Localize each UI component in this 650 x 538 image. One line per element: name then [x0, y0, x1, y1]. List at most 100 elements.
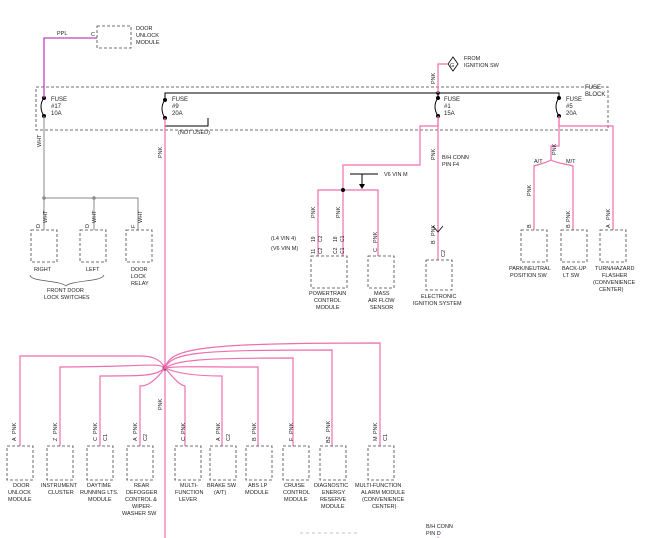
rd-conn: C2	[143, 434, 149, 441]
back-up-lt-sw: B PNK BACK-UP LT SW	[560, 210, 588, 279]
relay-l1: DOOR	[131, 267, 148, 273]
mfa-l1: MULTI-FUNCTION	[355, 483, 401, 489]
fuse-block-box	[35, 86, 609, 131]
fuse-block-label-1: FUSE	[585, 85, 601, 91]
pcm-pin-3: 11	[311, 249, 317, 254]
switch-left-wire: WHT	[92, 210, 98, 223]
splice-fanout	[19, 342, 381, 446]
switch-left-pin: D	[85, 224, 91, 228]
rd-l1: REAR	[134, 483, 149, 489]
pcm-l2: CONTROL	[314, 298, 341, 304]
cc-l2: CONTROL	[283, 490, 310, 496]
pnp-wire: PNK	[527, 184, 533, 196]
relay-l3: RELAY	[131, 281, 149, 287]
cc-l1: CRUISE	[284, 483, 305, 489]
diagnostic-energy-reserve-module: B2 PNK DIAGNOSTIC ENERGY RESERVE MODULE	[314, 420, 348, 510]
not-used-label: (NOT USED)	[178, 130, 210, 136]
fuse-17-amp: 10A	[51, 111, 62, 117]
derm-l1: DIAGNOSTIC	[314, 483, 348, 489]
fuse-9-num: #9	[172, 104, 179, 110]
brk-conn: C2	[226, 434, 232, 441]
maf-l1: MASS	[374, 291, 390, 297]
pcm-l3: MODULE	[316, 305, 340, 311]
door-unlock-module: A PNK DOOR UNLOCK MODULE	[6, 422, 34, 503]
abs-wire: PNK	[252, 422, 258, 434]
ignition-l2: IGNITION SW	[464, 63, 500, 69]
park-neutral-position-sw: B PNK PARK/NEUTRAL POSITION SW	[509, 184, 551, 279]
ignition-wire-label: PNK	[431, 72, 437, 84]
abs-lp-module: B PNK ABS LP MODULE	[245, 422, 273, 496]
brk-l2: (A/T)	[214, 490, 226, 496]
fuse-1-amp: 15A	[444, 111, 455, 117]
switch-right: D WHT RIGHT	[30, 210, 58, 273]
trunk-wire-label-2: PNK	[158, 398, 164, 410]
fuse-5-num: #5	[566, 104, 573, 110]
brk-wire: PNK	[216, 422, 222, 434]
multi-function-alarm-module: M PNK C1 MULTI-FUNCTION ALARM MODULE (CO…	[355, 422, 405, 510]
flasher-pin: A	[606, 224, 612, 228]
switch-group-brace	[29, 274, 105, 287]
ignition-l1: FROM	[464, 56, 481, 62]
abs-pin: B	[252, 437, 258, 441]
fuse-9-name: FUSE	[172, 97, 188, 103]
cruise-control-module: F PNK CRUISE CONTROL MODULE	[282, 422, 310, 503]
maf-l2: AIR FLOW	[368, 298, 395, 304]
trans-at: A/T	[534, 159, 543, 165]
eis-l1: ELECTRONIC	[421, 294, 456, 300]
pcm-wire-1: PNK	[311, 206, 317, 218]
derm-pin: B2	[326, 436, 332, 443]
pcm-l1: POWERTRAIN	[309, 291, 346, 297]
rd-l4: WIPER-	[132, 504, 152, 510]
pcm-pin-6: C1	[340, 235, 346, 242]
maf-l3: SENSOR	[370, 305, 393, 311]
brake-sw: A PNK C2 BRAKE SW (A/T)	[207, 422, 237, 496]
fuse5-wire: PNK	[552, 143, 558, 155]
door-unlock-top-l2: UNLOCK	[136, 33, 159, 39]
drl-pin: C	[93, 437, 99, 441]
pnp-l1: PARK/NEUTRAL	[509, 266, 551, 272]
door-unlock-top-l3: MODULE	[136, 40, 160, 46]
fuse-17-num: #17	[51, 104, 62, 110]
maf-wire: PNK	[373, 231, 379, 243]
mfa-l2: ALARM MODULE	[361, 490, 405, 496]
brk-pin: A	[216, 437, 222, 441]
cc-l3: MODULE	[284, 497, 308, 503]
door-unlock-top-pin: C	[91, 32, 95, 38]
eis-pin: B	[431, 240, 437, 244]
switch-group-l2: LOCK SWITCHES	[44, 295, 90, 301]
pcm-pin-1: 19	[311, 236, 317, 242]
bu-l1: BACK-UP	[562, 266, 587, 272]
dum-pin: A	[12, 437, 18, 441]
fuse-5-name: FUSE	[566, 97, 582, 103]
fuse-block-label-2: BLOCK	[585, 92, 605, 98]
fuse-5-amp: 20A	[566, 111, 577, 117]
bh-conn-bottom-l2: PIN D	[426, 531, 441, 537]
switch-group-l1: FRONT DOOR	[47, 288, 84, 294]
relay-pin: F	[131, 224, 137, 228]
bh-conn-bottom-l1: B/H CONN	[426, 524, 453, 530]
rear-defogger-wiper-washer-sw: A PNK C2 REAR DEFOGGER CONTROL & WIPER- …	[122, 422, 158, 517]
dum-l1: DOOR	[13, 483, 30, 489]
bh-conn-top-chevron	[432, 225, 444, 233]
rd-pin: A	[133, 437, 139, 441]
eis-conn: C2	[441, 250, 447, 257]
fuse-17-name: FUSE	[51, 97, 67, 103]
door-lock-relay: F WHT DOOR LOCK RELAY	[125, 210, 153, 287]
bu-l2: LT SW	[563, 273, 580, 279]
dum-wire: PNK	[12, 422, 18, 434]
fuse-1-num: #1	[444, 104, 451, 110]
drl-l1: DAYTIME	[87, 483, 111, 489]
brk-l1: BRAKE SW	[207, 483, 237, 489]
bh-conn-top-l2: PIN F4	[442, 162, 459, 168]
fuse-9: FUSE #9 20A	[161, 97, 188, 120]
vin-note-l4: (L4 VIN 4)	[271, 236, 296, 242]
dum-l3: MODULE	[8, 497, 32, 503]
flasher-wire: PNK	[606, 208, 612, 220]
dum-l2: UNLOCK	[8, 490, 31, 496]
daytime-running-lts-module: C PNK C1 DAYTIME RUNNING LTS. MODULE	[80, 422, 119, 503]
drl-conn: C1	[103, 434, 109, 441]
mass-air-flow-sensor: C PNK MASS AIR FLOW SENSOR	[367, 231, 395, 311]
door-unlock-top-l1: DOOR	[136, 26, 153, 32]
flasher-l1: TURN/HAZARD	[595, 266, 634, 272]
